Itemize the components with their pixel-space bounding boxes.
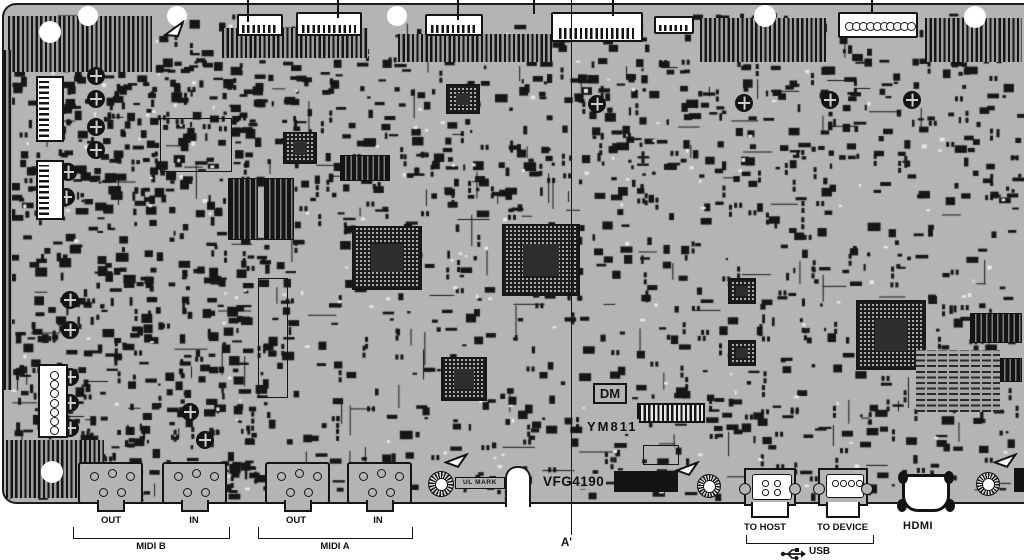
midi-din-connector [162, 462, 227, 512]
ffc-connector [425, 14, 483, 36]
electrolytic-capacitor [588, 95, 606, 113]
ic-ref-label: YM811 [585, 419, 640, 434]
hdmi-label: HDMI [903, 520, 934, 532]
mounting-hole [167, 6, 187, 26]
usb-a-face [826, 474, 864, 498]
electrolytic-capacitor [87, 118, 105, 136]
board-to-board-connector [637, 403, 705, 423]
screw-pad [976, 472, 1000, 496]
electrolytic-capacitor [61, 291, 79, 309]
bga-chip [728, 340, 756, 366]
electrolytic-capacitor [903, 91, 921, 109]
bga-chip [441, 357, 487, 401]
midi-din-connector [78, 462, 143, 512]
electrolytic-capacitor [181, 403, 199, 421]
bga-chip [283, 132, 317, 164]
midi-a-in-label: IN [373, 515, 383, 526]
pin-header-connector [838, 12, 918, 38]
bga-chip [446, 84, 480, 114]
section-line [570, 0, 573, 535]
ic-chip [970, 313, 1022, 343]
electrolytic-capacitor [87, 67, 105, 85]
mounting-hole [41, 461, 63, 483]
leader-line [871, 0, 873, 14]
leader-line [337, 0, 339, 18]
bga-chip [856, 300, 926, 370]
to-device-label: TO DEVICE [817, 522, 869, 533]
board-code-label: VFG4190 [541, 474, 607, 489]
usb-bracket [746, 535, 874, 544]
usb-label: USB [809, 546, 831, 557]
shield-hatch-region [4, 50, 12, 390]
pointer-arrow-icon [992, 447, 1018, 470]
midi-b-out-label: OUT [100, 515, 122, 526]
section-marker-label: A' [561, 537, 573, 549]
module-outline [160, 118, 232, 172]
usb-to-device-connector [813, 468, 873, 518]
ffc-connector [551, 12, 643, 42]
midi-din-connector [265, 462, 330, 512]
board-edge-notch [505, 466, 531, 507]
label-block [614, 471, 678, 492]
ffc-connector [237, 14, 283, 36]
mounting-hole [39, 21, 61, 43]
shield-hatch-region [398, 34, 552, 62]
electrolytic-capacitor [821, 91, 839, 109]
screw-pad [697, 474, 721, 498]
midi-a-out-label: OUT [285, 515, 307, 526]
hdmi-connector [897, 471, 955, 512]
ic-chip [340, 155, 390, 181]
label-block [1014, 468, 1024, 492]
leader-line [457, 0, 459, 20]
mounting-hole [387, 6, 407, 26]
bga-chip [352, 226, 422, 290]
bga-chip [502, 224, 580, 296]
midi-b-in-label: IN [189, 515, 199, 526]
antenna-meander [916, 350, 1000, 412]
midi-a-bracket [258, 527, 413, 539]
electrolytic-capacitor [87, 90, 105, 108]
midi-a-label: MIDI A [320, 541, 350, 552]
electrolytic-capacitor [61, 321, 79, 339]
side-connector [36, 160, 64, 220]
shield-hatch-region [8, 16, 152, 72]
mounting-hole [964, 6, 986, 28]
midi-din-connector [347, 462, 412, 512]
dm-mark-box: DM [593, 383, 627, 404]
screw-pad [428, 471, 454, 497]
pointer-arrow-icon [163, 20, 185, 38]
module-outline [258, 278, 288, 398]
leader-line [247, 0, 249, 22]
side-pin-connector [38, 364, 68, 438]
pointer-arrow-icon [443, 447, 469, 470]
bga-chip [728, 278, 756, 304]
ul-mark-box: UL MARK [455, 477, 505, 489]
ic-chip [228, 178, 258, 240]
module-outline [643, 445, 679, 465]
mounting-hole [78, 6, 98, 26]
midi-b-label: MIDI B [136, 541, 166, 552]
usb-b-face [752, 474, 792, 500]
ic-chip [264, 178, 294, 240]
usb-to-host-connector [739, 468, 801, 518]
electrolytic-capacitor [87, 141, 105, 159]
leader-line [612, 0, 614, 16]
ffc-connector [296, 12, 362, 36]
ffc-connector [654, 16, 694, 34]
mounting-hole [754, 5, 776, 27]
leader-line [533, 0, 535, 14]
pointer-arrow-icon [674, 455, 700, 478]
to-host-label: TO HOST [744, 522, 787, 533]
electrolytic-capacitor [735, 94, 753, 112]
side-connector [36, 76, 64, 142]
electrolytic-capacitor [196, 431, 214, 449]
midi-b-bracket [73, 527, 230, 539]
usb-icon [780, 546, 806, 560]
